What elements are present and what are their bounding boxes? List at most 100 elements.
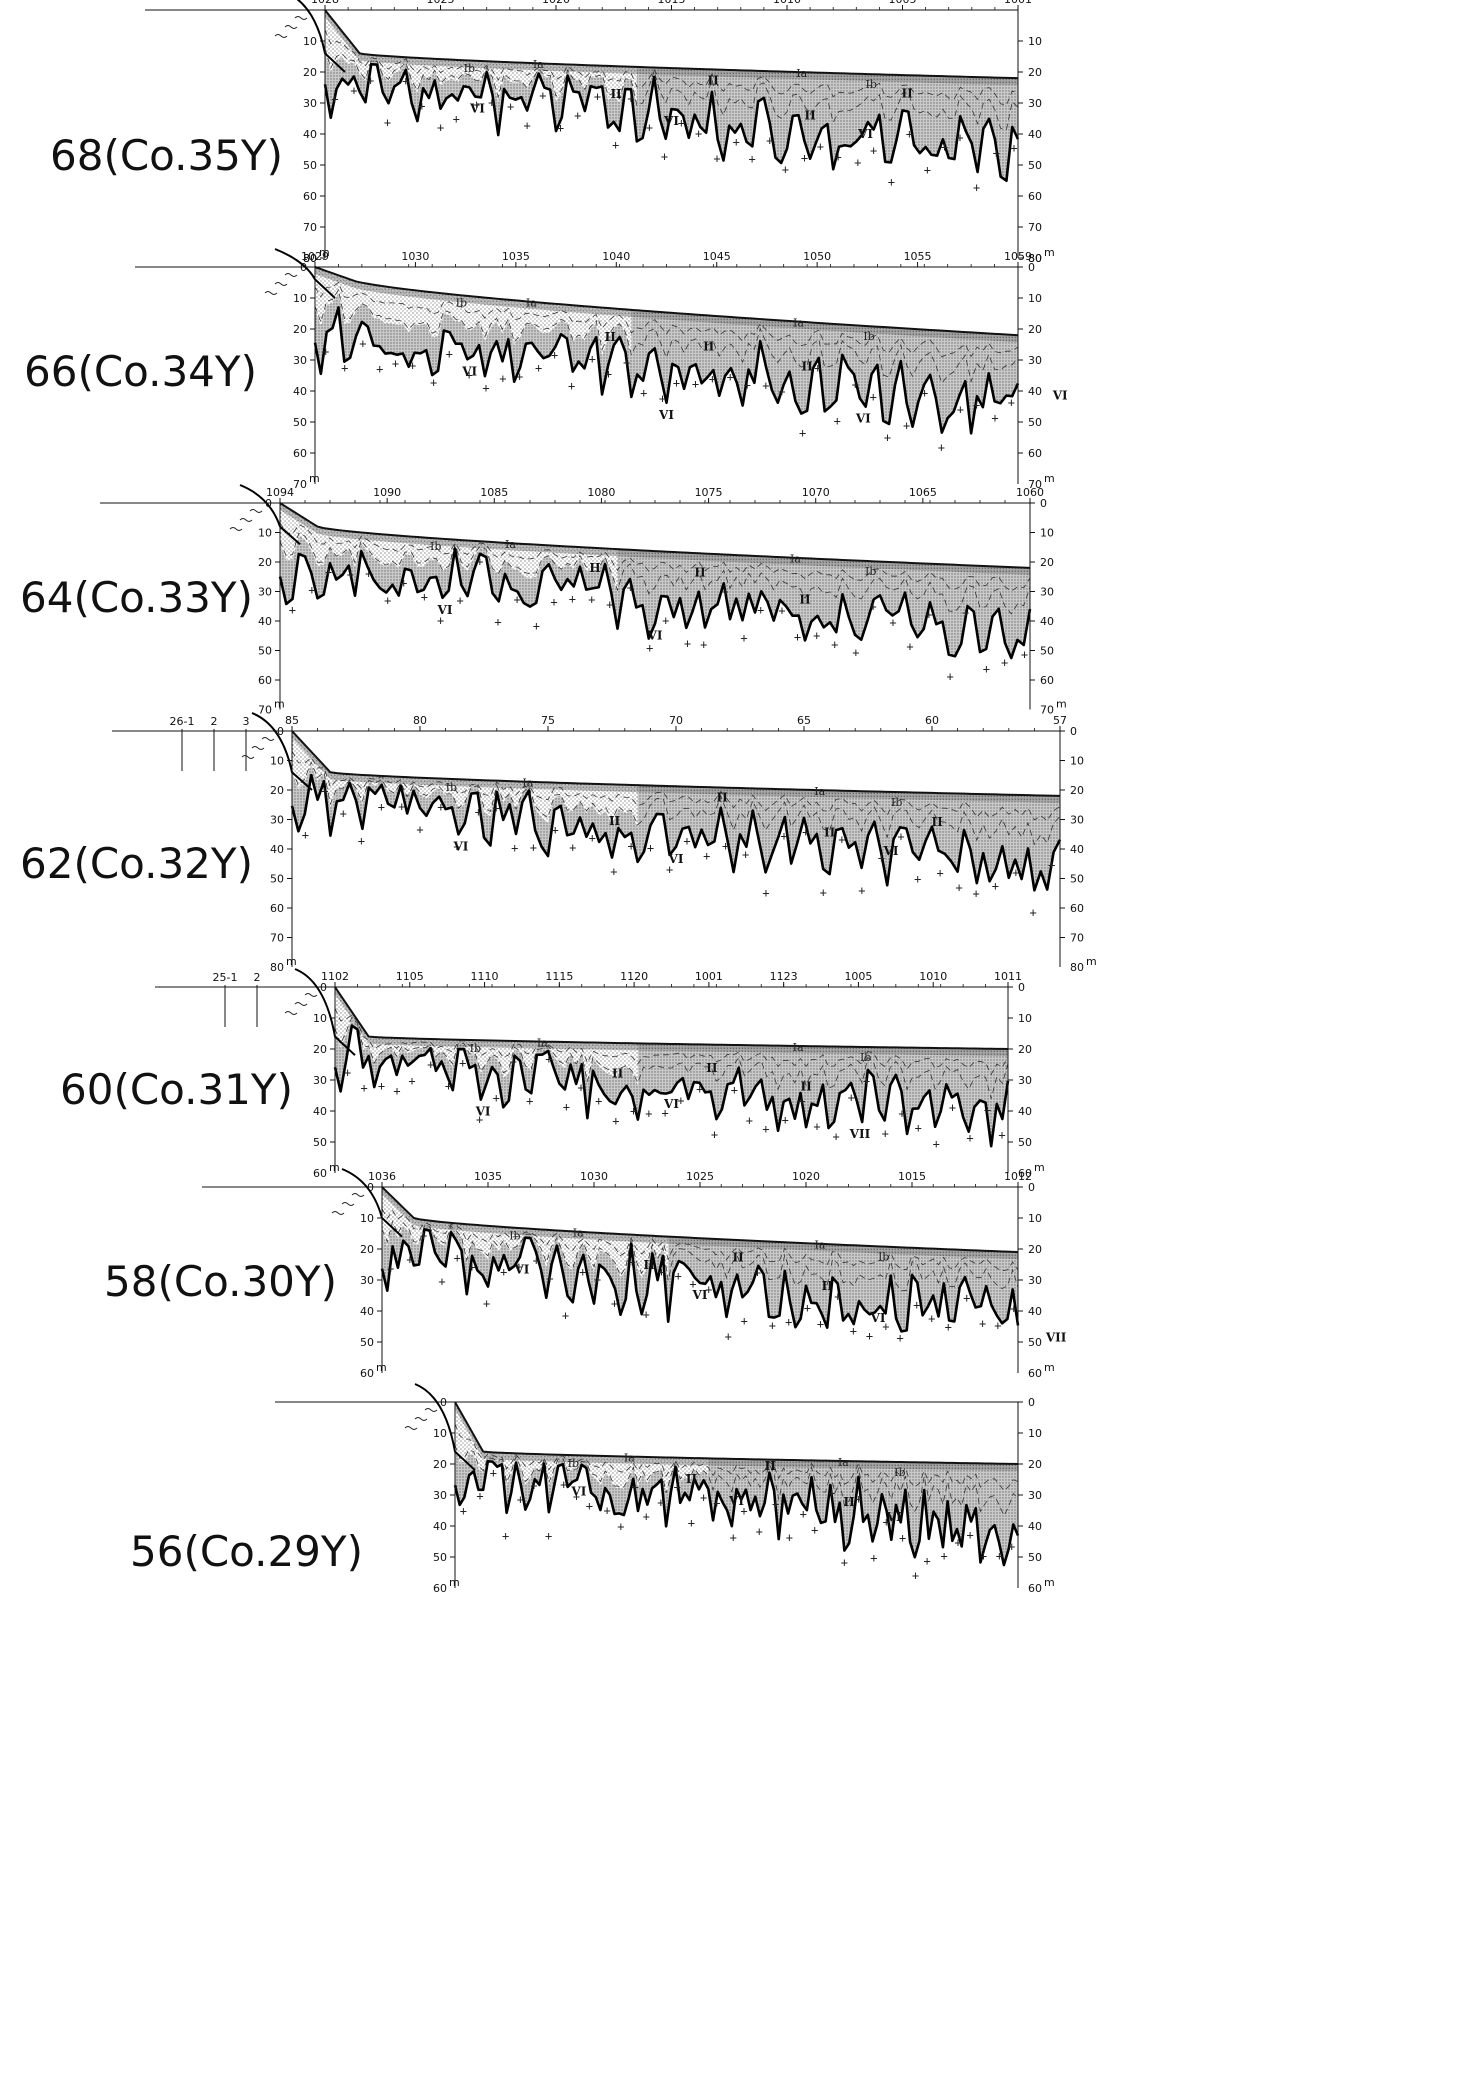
reflector-line bbox=[454, 1423, 1019, 1492]
bedrock-cross: + bbox=[475, 805, 482, 819]
bedrock-cross: + bbox=[889, 616, 896, 630]
station-label: 1060 bbox=[1016, 486, 1044, 499]
bedrock-cross: + bbox=[632, 1480, 639, 1494]
reflector-line bbox=[381, 1220, 1019, 1292]
bedrock-cross: + bbox=[972, 887, 979, 901]
depth-tick-label: 60 bbox=[293, 447, 307, 460]
bedrock-cross: + bbox=[883, 1515, 890, 1529]
borehole-label: 2 bbox=[254, 971, 261, 984]
station-label: 1080 bbox=[587, 486, 615, 499]
depth-tick-label: 40 bbox=[433, 1520, 447, 1533]
bedrock-cross: + bbox=[695, 127, 702, 141]
depth-tick-label: 70 bbox=[1070, 932, 1084, 945]
station-label: 1010 bbox=[919, 970, 947, 983]
depth-tick-label: 20 bbox=[258, 556, 272, 569]
bedrock-cross: + bbox=[869, 599, 876, 613]
depth-unit: m bbox=[274, 698, 285, 711]
bedrock-cross: + bbox=[574, 109, 581, 123]
station-label: 1030 bbox=[580, 1170, 608, 1183]
bedrock-surface bbox=[380, 1228, 1020, 1333]
bedrock-cross: + bbox=[409, 358, 416, 372]
bedrock-cross: + bbox=[595, 1094, 602, 1108]
unit-ii-label: II bbox=[706, 1061, 718, 1075]
water-wave-mark bbox=[264, 291, 278, 295]
bedrock-cross: + bbox=[533, 619, 540, 633]
depth-tick-label: 10 bbox=[1028, 1427, 1042, 1440]
bedrock-cross: + bbox=[466, 368, 473, 382]
profile-label: 66(Co.34Y) bbox=[24, 347, 257, 396]
sediment-unit-ia bbox=[280, 503, 1030, 575]
bedrock-cross: + bbox=[742, 847, 749, 861]
bedrock-cross: + bbox=[832, 1129, 839, 1143]
reflector-line bbox=[381, 1208, 1019, 1272]
depth-tick-label: 30 bbox=[1070, 814, 1084, 827]
sediment-unit-ii bbox=[382, 1187, 1018, 1332]
water-wave-mark bbox=[424, 1408, 438, 1412]
station-label: 1036 bbox=[368, 1170, 396, 1183]
depth-bottom-label: 70 bbox=[1028, 478, 1042, 491]
bedrock-cross: + bbox=[588, 592, 595, 606]
depth-tick-label: 0 bbox=[1040, 497, 1047, 510]
depth-tick-label: 40 bbox=[1070, 843, 1084, 856]
station-label: 1085 bbox=[480, 486, 508, 499]
bedrock-cross: + bbox=[308, 583, 315, 597]
bedrock-cross: + bbox=[785, 1315, 792, 1329]
bedrock-cross: + bbox=[730, 1530, 737, 1544]
depth-tick-label: 20 bbox=[1028, 1243, 1042, 1256]
bedrock-cross: + bbox=[666, 862, 673, 876]
unit-ii-label: II bbox=[804, 109, 816, 123]
seabed-line bbox=[279, 502, 1031, 569]
bedrock-unit-label: VI bbox=[728, 1494, 744, 1508]
bedrock-cross: + bbox=[408, 1074, 415, 1088]
profile-label: 62(Co.32Y) bbox=[20, 839, 253, 888]
bedrock-cross: + bbox=[817, 140, 824, 154]
bedrock-cross: + bbox=[594, 1272, 601, 1286]
bedrock-cross: + bbox=[749, 152, 756, 166]
bedrock-cross: + bbox=[921, 386, 928, 400]
depth-tick-label: 20 bbox=[360, 1243, 374, 1256]
bedrock-cross: + bbox=[500, 1265, 507, 1279]
depth-tick-label: 30 bbox=[313, 1074, 327, 1087]
station-label: 70 bbox=[669, 714, 683, 727]
bedrock-cross: + bbox=[628, 1255, 635, 1269]
depth-tick-label: 50 bbox=[303, 159, 317, 172]
bedrock-cross: + bbox=[340, 807, 347, 821]
bedrock-cross: + bbox=[1010, 1301, 1017, 1315]
sediment-unit-ia bbox=[455, 1402, 1018, 1471]
unit-ii-label: II bbox=[902, 86, 914, 100]
bedrock-cross: + bbox=[302, 828, 309, 842]
bedrock-cross: + bbox=[539, 88, 546, 102]
bedrock-cross: + bbox=[688, 1516, 695, 1530]
borehole-label: 3 bbox=[243, 715, 250, 728]
bedrock-unit-label: VI bbox=[663, 114, 679, 128]
depth-tick-label: 70 bbox=[270, 932, 284, 945]
station-label: 1050 bbox=[803, 250, 831, 263]
bedrock-cross: + bbox=[973, 181, 980, 195]
bedrock-cross: + bbox=[928, 1312, 935, 1326]
bedrock-cross: + bbox=[643, 1509, 650, 1523]
reflector-line bbox=[291, 750, 1061, 822]
depth-tick-label: 50 bbox=[1018, 1136, 1032, 1149]
bedrock-cross: + bbox=[828, 1486, 835, 1500]
depth-tick-label: 40 bbox=[1028, 385, 1042, 398]
reflector-line bbox=[279, 522, 1031, 592]
depth-unit: m bbox=[329, 1161, 340, 1174]
bedrock-unit-label: VI bbox=[692, 1288, 708, 1302]
bedrock-cross: + bbox=[560, 1477, 567, 1491]
bedrock-cross: + bbox=[677, 1094, 684, 1108]
profile-section: 56(Co.29Y)++++++++++++++++++++++++++++++… bbox=[130, 1383, 1055, 1595]
bedrock-cross: + bbox=[938, 440, 945, 454]
depth-tick-label: 60 bbox=[1028, 447, 1042, 460]
bedrock-cross: + bbox=[912, 1569, 919, 1583]
bedrock-cross: + bbox=[627, 839, 634, 853]
bedrock-cross: + bbox=[841, 1556, 848, 1570]
station-label: 1001 bbox=[1004, 0, 1032, 6]
borehole-label: 2 bbox=[211, 715, 218, 728]
bedrock-cross: + bbox=[483, 1296, 490, 1310]
depth-unit: m bbox=[319, 246, 330, 259]
water-wave-mark bbox=[249, 509, 263, 513]
unit-ii-label: II bbox=[800, 1080, 812, 1094]
borehole-label: 26-1 bbox=[170, 715, 195, 728]
bedrock-cross: + bbox=[850, 1324, 857, 1338]
unit-ii-label: II bbox=[716, 791, 728, 805]
